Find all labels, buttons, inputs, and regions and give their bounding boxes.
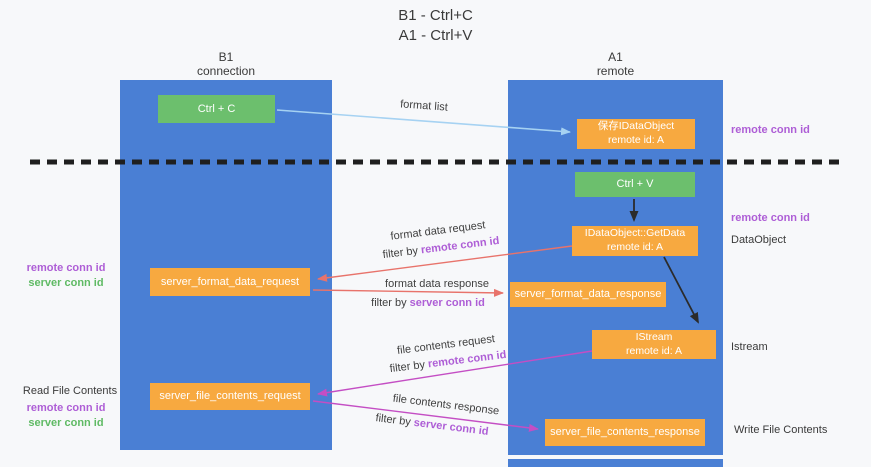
node-saved-dataobject: 保存IDataObject remote id: A	[577, 119, 695, 149]
node-istream-line2: remote id: A	[625, 344, 683, 357]
node-ctrl-c-label: Ctrl + C	[197, 102, 236, 115]
filter-by-text: filter by	[371, 297, 407, 309]
annotation-remote-conn-id-mid: remote conn id	[731, 212, 810, 224]
server-conn-id-text: server conn id	[409, 297, 485, 309]
column-a1-role: remote	[596, 64, 635, 79]
node-server-format-data-response: server_format_data_response	[510, 282, 666, 307]
node-server-file-contents-request: server_file_contents_request	[150, 383, 310, 410]
node-ctrl-v-label: Ctrl + V	[616, 178, 654, 191]
annotation-conn-ids-file: remote conn id server conn id	[18, 401, 114, 431]
node-ctrl-v: Ctrl + V	[575, 172, 695, 197]
node-saved-dataobject-line1: 保存IDataObject	[597, 120, 675, 133]
annotation-server-conn-id-left-2: server conn id	[28, 416, 104, 429]
diagram-title-line2: A1 - Ctrl+V	[398, 27, 473, 45]
arrow-file-contents-response	[312, 400, 539, 432]
node-ctrl-c: Ctrl + C	[158, 95, 275, 123]
annotation-remote-conn-id-left-1: remote conn id	[26, 262, 106, 274]
arrow-file-contents-request	[317, 350, 593, 397]
arrow-format-list	[276, 109, 571, 136]
node-server-format-data-request-label: server_format_data_request	[160, 275, 300, 288]
node-istream: IStream remote id: A	[592, 330, 716, 359]
annotation-remote-conn-id-left-2: remote conn id	[26, 402, 106, 414]
column-a1-overflow	[508, 459, 723, 467]
column-a1-header: A1 remote	[508, 50, 723, 78]
label-format-data-response: format data response	[385, 278, 489, 290]
node-getdata-line1: IDataObject::GetData	[584, 227, 686, 240]
annotation-server-conn-id-left-1: server conn id	[28, 276, 104, 289]
column-b1-role: connection	[196, 64, 256, 79]
annotation-remote-conn-id-top: remote conn id	[731, 124, 810, 136]
annotation-conn-ids-format: remote conn id server conn id	[18, 261, 114, 291]
node-server-format-data-request: server_format_data_request	[150, 268, 310, 296]
node-server-file-contents-response: server_file_contents_response	[545, 419, 705, 446]
label-filter-by-server-conn-id-1: filter by server conn id	[371, 297, 485, 309]
arrow-format-data-response	[312, 288, 504, 297]
diagram-title-line1: B1 - Ctrl+C	[398, 7, 473, 24]
annotation-istream: Istream	[731, 341, 768, 353]
annotation-read-file-contents: Read File Contents	[22, 385, 118, 397]
node-idataobject-getdata: IDataObject::GetData remote id: A	[572, 226, 698, 256]
arrow-format-data-request	[317, 245, 573, 282]
annotation-write-file-contents: Write File Contents	[734, 424, 828, 436]
column-a1-name: A1	[608, 50, 623, 64]
annotation-dataobject: DataObject	[731, 234, 787, 246]
diagram-title: B1 - Ctrl+C A1 - Ctrl+V	[0, 6, 871, 47]
arrow-getdata-to-istream	[663, 256, 699, 324]
column-b1-name: B1	[218, 50, 234, 64]
node-server-file-contents-response-label: server_file_contents_response	[550, 426, 700, 439]
node-saved-dataobject-line2: remote id: A	[607, 134, 665, 146]
node-server-file-contents-request-label: server_file_contents_request	[159, 390, 301, 403]
node-istream-line1: IStream	[635, 330, 673, 343]
node-getdata-line2: remote id: A	[606, 241, 664, 253]
node-server-format-data-response-label: server_format_data_response	[514, 288, 662, 301]
column-b1-header: B1 connection	[120, 50, 332, 78]
